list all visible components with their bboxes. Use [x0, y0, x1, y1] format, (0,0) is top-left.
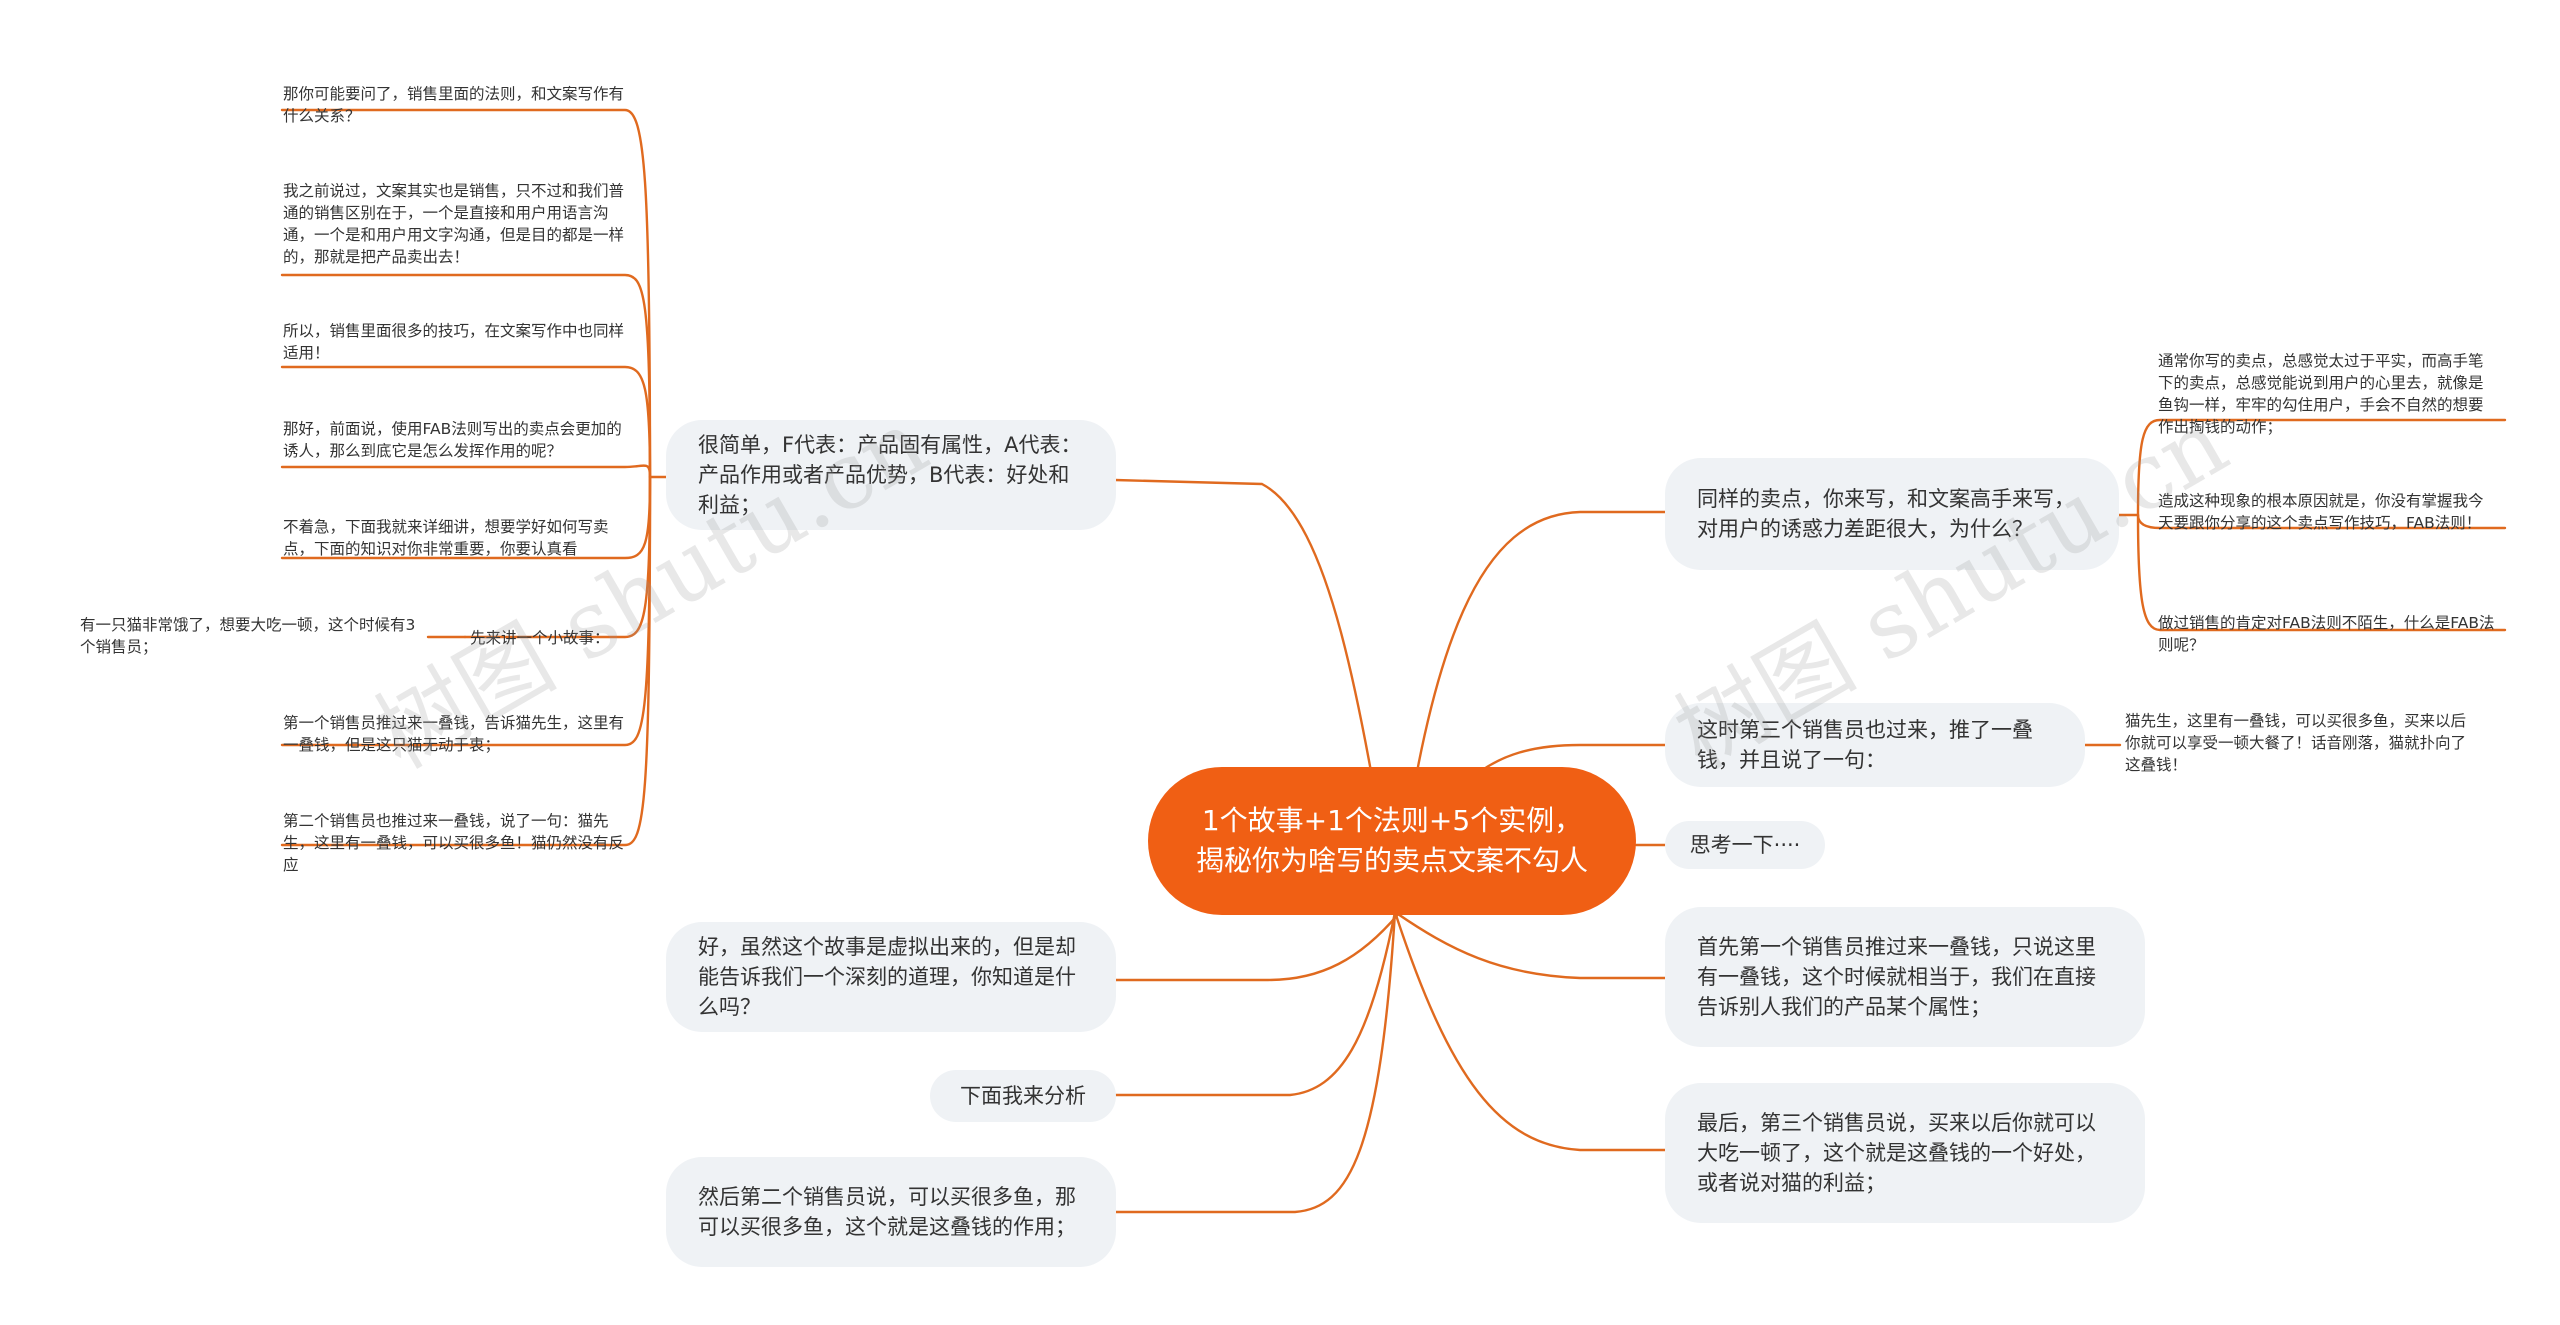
note-node[interactable]: 所以，销售里面很多的技巧，在文案写作中也同样适用！	[283, 322, 625, 362]
node-analysis[interactable]: 下面我来分析	[930, 1070, 1116, 1122]
note-node-story[interactable]: 先来讲一个小故事：	[470, 629, 610, 647]
note-node[interactable]: 通常你写的卖点，总感觉太过于平实，而高手笔下的卖点，总感觉能说到用户的心里去，就…	[2158, 352, 2484, 436]
node-think-text: 思考一下····	[1689, 833, 1801, 857]
note-node[interactable]: 那好，前面说，使用FAB法则写出的卖点会更加的诱人，那么到底它是怎么发挥作用的呢…	[283, 420, 622, 460]
node-story-lesson[interactable]: 好，虽然这个故事是虚拟出来的，但是却能告诉我们一个深刻的道理，你知道是什么吗？	[666, 922, 1116, 1032]
node-third-seller-benefit-text: 最后，第三个销售员说，买来以后你就可以大吃一顿了，这个就是这叠钱的一个好处，或者…	[1697, 1111, 2096, 1195]
node-first-seller-text: 首先第一个销售员推过来一叠钱，只说这里有一叠钱，这个时候就相当于，我们在直接告诉…	[1697, 935, 2096, 1019]
node-second-seller[interactable]: 然后第二个销售员说，可以买很多鱼，那可以买很多鱼，这个就是这叠钱的作用；	[666, 1157, 1116, 1267]
note-node[interactable]: 做过销售的肯定对FAB法则不陌生，什么是FAB法则呢？	[2158, 614, 2495, 654]
central-topic[interactable]: 1个故事+1个法则+5个实例，揭秘你为啥写的卖点文案不勾人	[1148, 767, 1636, 915]
note-node-story-child[interactable]: 有一只猫非常饿了，想要大吃一顿，这个时候有3个销售员；	[80, 616, 416, 656]
node-third-seller[interactable]: 这时第三个销售员也过来，推了一叠钱，并且说了一句：	[1665, 703, 2085, 787]
node-second-seller-text: 然后第二个销售员说，可以买很多鱼，那可以买很多鱼，这个就是这叠钱的作用；	[698, 1185, 1076, 1239]
note-node[interactable]: 不着急，下面我就来详细讲，想要学好如何写卖点，下面的知识对你非常重要，你要认真看	[283, 518, 609, 558]
central-topic-text: 1个故事+1个法则+5个实例，揭秘你为啥写的卖点文案不勾人	[1195, 804, 1588, 877]
node-same-selling-point[interactable]: 同样的卖点，你来写，和文案高手来写，对用户的诱惑力差距很大，为什么？	[1665, 458, 2119, 570]
node-fab-definition[interactable]: 很简单，F代表：产品固有属性，A代表：产品作用或者产品优势，B代表：好处和利益；	[666, 420, 1116, 530]
node-think[interactable]: 思考一下····	[1665, 821, 1825, 869]
note-node[interactable]: 我之前说过，文案其实也是销售，只不过和我们普通的销售区别在于，一个是直接和用户用…	[283, 182, 625, 266]
node-third-seller-text: 这时第三个销售员也过来，推了一叠钱，并且说了一句：	[1697, 718, 2033, 772]
node-same-selling-point-text: 同样的卖点，你来写，和文案高手来写，对用户的诱惑力差距很大，为什么？	[1697, 487, 2075, 541]
note-node[interactable]: 猫先生，这里有一叠钱，可以买很多鱼，买来以后你就可以享受一顿大餐了！话音刚落，猫…	[2125, 712, 2467, 774]
note-node[interactable]: 第一个销售员推过来一叠钱，告诉猫先生，这里有一叠钱，但是这只猫无动于衷；	[283, 714, 625, 754]
node-analysis-text: 下面我来分析	[960, 1084, 1086, 1108]
node-fab-definition-text: 很简单，F代表：产品固有属性，A代表：产品作用或者产品优势，B代表：好处和利益；	[698, 433, 1082, 517]
node-third-seller-benefit[interactable]: 最后，第三个销售员说，买来以后你就可以大吃一顿了，这个就是这叠钱的一个好处，或者…	[1665, 1083, 2145, 1223]
note-node[interactable]: 造成这种现象的根本原因就是，你没有掌握我今天要跟你分享的这个卖点写作技巧，FAB…	[2158, 492, 2484, 532]
note-node[interactable]: 第二个销售员也推过来一叠钱，说了一句：猫先生，这里有一叠钱，可以买很多鱼！猫仍然…	[283, 812, 625, 874]
node-first-seller[interactable]: 首先第一个销售员推过来一叠钱，只说这里有一叠钱，这个时候就相当于，我们在直接告诉…	[1665, 907, 2145, 1047]
node-story-lesson-text: 好，虽然这个故事是虚拟出来的，但是却能告诉我们一个深刻的道理，你知道是什么吗？	[698, 935, 1076, 1019]
note-node[interactable]: 那你可能要问了，销售里面的法则，和文案写作有什么关系？	[283, 85, 625, 125]
